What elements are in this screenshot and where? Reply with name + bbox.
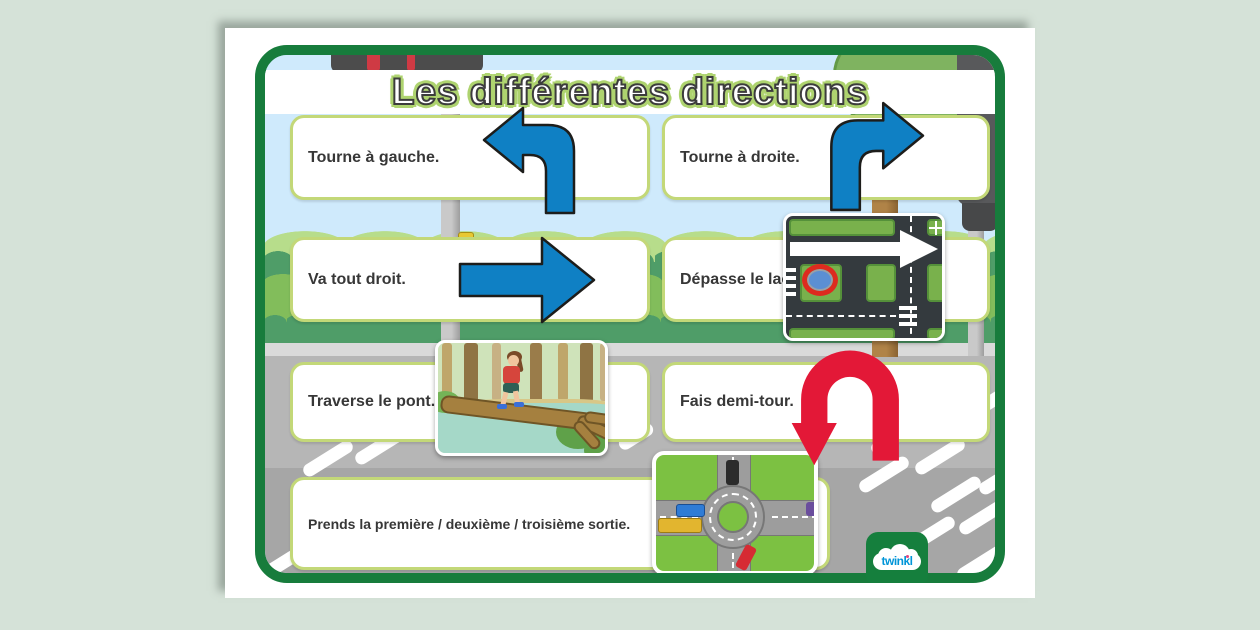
- apple: [996, 98, 1005, 107]
- u-turn-arrow-icon: [791, 350, 899, 466]
- road-line: [660, 516, 698, 518]
- map-green-block: [789, 219, 895, 236]
- black-car: [726, 460, 739, 485]
- road-line: [772, 516, 814, 518]
- map-crosswalk: [899, 322, 917, 326]
- map-green-block: [927, 328, 942, 338]
- yellow-bus: [658, 518, 702, 533]
- map-route-arrow-icon: [790, 230, 938, 268]
- roundabout-lane-ring: [709, 493, 757, 541]
- card-label: Va tout droit.: [308, 270, 406, 288]
- road-line: [732, 553, 734, 571]
- card-label: Prends la première / deuxième / troisièm…: [308, 515, 631, 532]
- twinkl-logo-dot: [906, 555, 909, 558]
- twinkl-logo-badge: twinkl: [866, 532, 928, 583]
- poster-sheet: Les différentes directions Tourne à gauc…: [225, 28, 1035, 598]
- twinkl-cloud-icon: twinkl: [873, 544, 921, 570]
- tree-trunk: [442, 343, 452, 403]
- map-crosswalk: [786, 292, 796, 296]
- map-road-line: [910, 216, 912, 338]
- twinkl-logo-text: twinkl: [881, 554, 913, 568]
- map-crosswalk: [786, 284, 796, 288]
- map-green-block: [789, 328, 895, 338]
- map-crosswalk: [786, 268, 796, 272]
- tree-trunk: [580, 343, 593, 403]
- girl-head: [508, 355, 519, 366]
- tree-trunk: [464, 343, 478, 405]
- tree-trunk: [492, 343, 501, 401]
- card-tourne-a-droite: Tourne à droite.: [662, 115, 990, 200]
- card-tourne-a-gauche: Tourne à gauche.: [290, 115, 650, 200]
- road-marking: [956, 496, 995, 537]
- map-intersection-mark: [935, 221, 937, 235]
- map-green-block: [927, 264, 942, 302]
- bridge-crossing-illustration: [435, 340, 608, 456]
- girl-shoe: [514, 402, 524, 407]
- girl-shorts: [503, 383, 519, 393]
- girl-shoe: [497, 404, 507, 409]
- card-label: Fais demi-tour.: [680, 393, 794, 410]
- map-crosswalk: [899, 306, 917, 310]
- map-green-block: [866, 264, 896, 302]
- purple-truck: [806, 502, 814, 516]
- card-label: Tourne à gauche.: [308, 148, 440, 166]
- traffic-light-top-icon: [331, 55, 483, 73]
- lake-map-illustration: [783, 213, 945, 341]
- map-road-line: [786, 315, 896, 317]
- card-label: Traverse le pont.: [308, 393, 436, 410]
- girl-shirt: [503, 366, 520, 384]
- tree-trunk: [530, 343, 542, 403]
- map-crosswalk: [786, 276, 796, 280]
- map-crosswalk: [899, 314, 917, 318]
- turn-left-arrow-icon: [482, 106, 576, 215]
- lake-red-circle: [802, 264, 838, 296]
- straight-ahead-arrow-icon: [458, 236, 596, 324]
- card-label: Dépasse le lac.: [680, 270, 795, 288]
- blue-car: [676, 504, 705, 517]
- road-marking: [928, 474, 984, 515]
- tree-trunk: [600, 343, 605, 401]
- tree-trunk: [558, 343, 568, 401]
- card-label: Tourne à droite.: [680, 148, 800, 166]
- turn-right-arrow-icon: [830, 101, 925, 212]
- roundabout-illustration: [652, 451, 818, 573]
- traffic-light-red-stripe: [367, 55, 380, 71]
- traffic-light-red-stripe: [407, 55, 415, 71]
- roundabout-island: [717, 501, 749, 533]
- traffic-light-housing-base: [962, 203, 995, 231]
- road-marking: [954, 534, 995, 573]
- poster-title: Les différentes directions: [391, 70, 869, 113]
- title-band: Les différentes directions: [265, 70, 995, 114]
- cloud-shape: [873, 553, 921, 570]
- poster-frame: Les différentes directions Tourne à gauc…: [255, 45, 1005, 583]
